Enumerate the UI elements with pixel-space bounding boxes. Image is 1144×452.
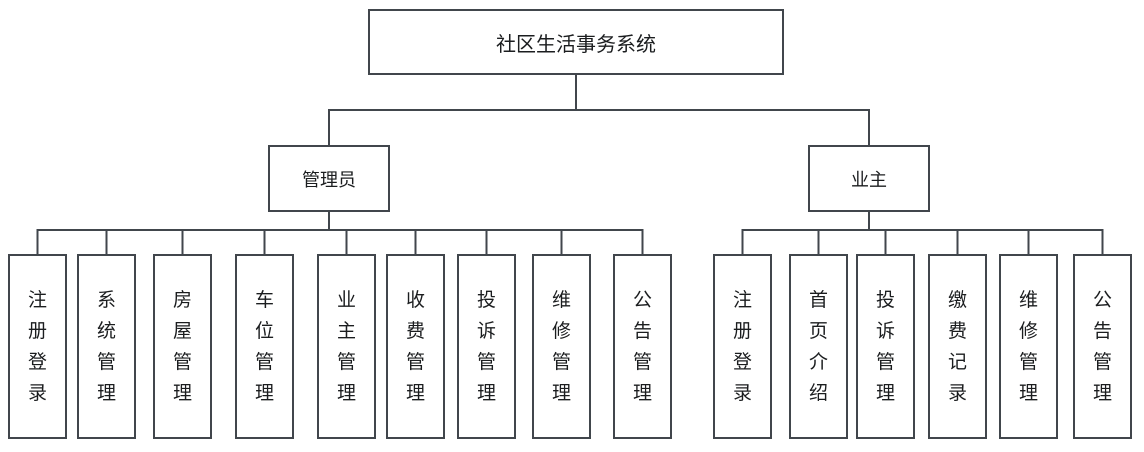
leaf-label: 投诉管理 <box>875 289 895 404</box>
leaf-label: 房屋管理 <box>172 289 192 404</box>
admin-leaf-system-management: 系统管理 <box>77 254 136 439</box>
branch-node-owner: 业主 <box>808 145 930 212</box>
leaf-label: 维修管理 <box>551 289 571 404</box>
leaf-label: 注册登录 <box>27 289 47 404</box>
admin-leaf-owner-management: 业主管理 <box>317 254 376 439</box>
admin-leaf-notice-management: 公告管理 <box>613 254 672 439</box>
leaf-label: 首页介绍 <box>808 289 828 404</box>
branch-node-admin: 管理员 <box>268 145 390 212</box>
leaf-label: 系统管理 <box>96 289 116 404</box>
owner-leaf-homepage-intro: 首页介绍 <box>789 254 848 439</box>
connector-owner-to-leaves <box>741 212 1104 254</box>
leaf-label: 投诉管理 <box>476 289 496 404</box>
leaf-label: 公告管理 <box>632 289 652 404</box>
admin-leaf-complaint-management: 投诉管理 <box>457 254 516 439</box>
leaf-label: 车位管理 <box>254 289 274 404</box>
root-node-label: 社区生活事务系统 <box>496 33 656 56</box>
leaf-label: 业主管理 <box>336 289 356 404</box>
leaf-label: 公告管理 <box>1092 289 1112 404</box>
owner-leaf-register-login: 注册登录 <box>713 254 772 439</box>
leaf-label: 缴费记录 <box>947 289 967 404</box>
owner-leaf-repair-management: 维修管理 <box>999 254 1058 439</box>
branch-admin-label: 管理员 <box>302 169 356 190</box>
root-node: 社区生活事务系统 <box>368 9 784 75</box>
admin-leaf-parking-management: 车位管理 <box>235 254 294 439</box>
leaf-label: 维修管理 <box>1018 289 1038 404</box>
admin-leaf-repair-management: 维修管理 <box>532 254 591 439</box>
owner-leaf-notice-management: 公告管理 <box>1073 254 1132 439</box>
connector-root-to-branches <box>328 75 870 145</box>
branch-owner-label: 业主 <box>851 169 887 190</box>
admin-leaf-fee-management: 收费管理 <box>386 254 445 439</box>
leaf-label: 收费管理 <box>405 289 425 404</box>
admin-leaf-house-management: 房屋管理 <box>153 254 212 439</box>
connector-admin-to-leaves <box>36 212 644 254</box>
leaf-label: 注册登录 <box>732 289 752 404</box>
admin-leaf-register-login: 注册登录 <box>8 254 67 439</box>
owner-leaf-payment-records: 缴费记录 <box>928 254 987 439</box>
owner-leaf-complaint-management: 投诉管理 <box>856 254 915 439</box>
